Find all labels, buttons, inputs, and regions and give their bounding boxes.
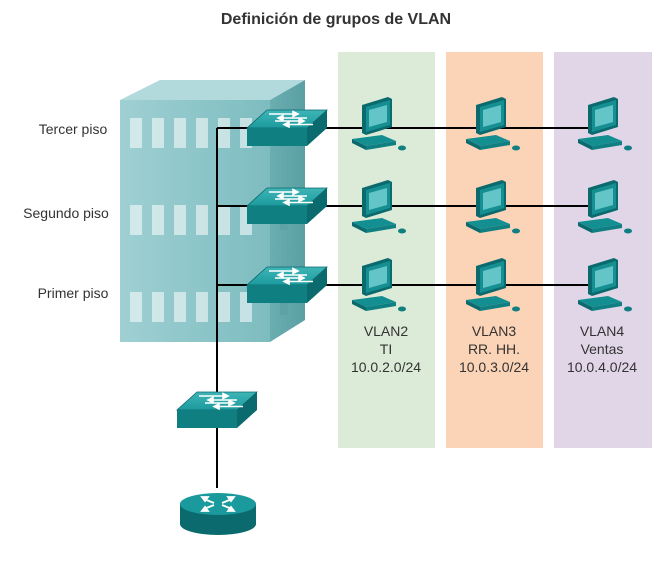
vlan-name: VLAN2 [364, 323, 409, 339]
vlan-label-2: VLAN2 TI 10.0.2.0/24 [351, 323, 421, 375]
vlan-dept: RR. HH. [468, 341, 520, 357]
vlan-dept: TI [380, 341, 392, 357]
vlan-label-3: VLAN3 RR. HH. 10.0.3.0/24 [459, 323, 529, 375]
vlan-subnet: 10.0.4.0/24 [567, 359, 637, 375]
router-icon [179, 492, 257, 536]
floor-label-second: Segundo piso [23, 205, 109, 221]
vlan-name: VLAN4 [580, 323, 625, 339]
floor-label-first: Primer piso [38, 285, 109, 301]
vlan-label-4: VLAN4 Ventas 10.0.4.0/24 [567, 323, 637, 375]
vlan-subnet: 10.0.3.0/24 [459, 359, 529, 375]
floor-label-third: Tercer piso [39, 121, 108, 137]
page-title: Definición de grupos de VLAN [221, 11, 451, 28]
vlan-name: VLAN3 [472, 323, 517, 339]
switch-icon [176, 391, 258, 429]
vlan-dept: Ventas [581, 341, 624, 357]
vlan-subnet: 10.0.2.0/24 [351, 359, 421, 375]
